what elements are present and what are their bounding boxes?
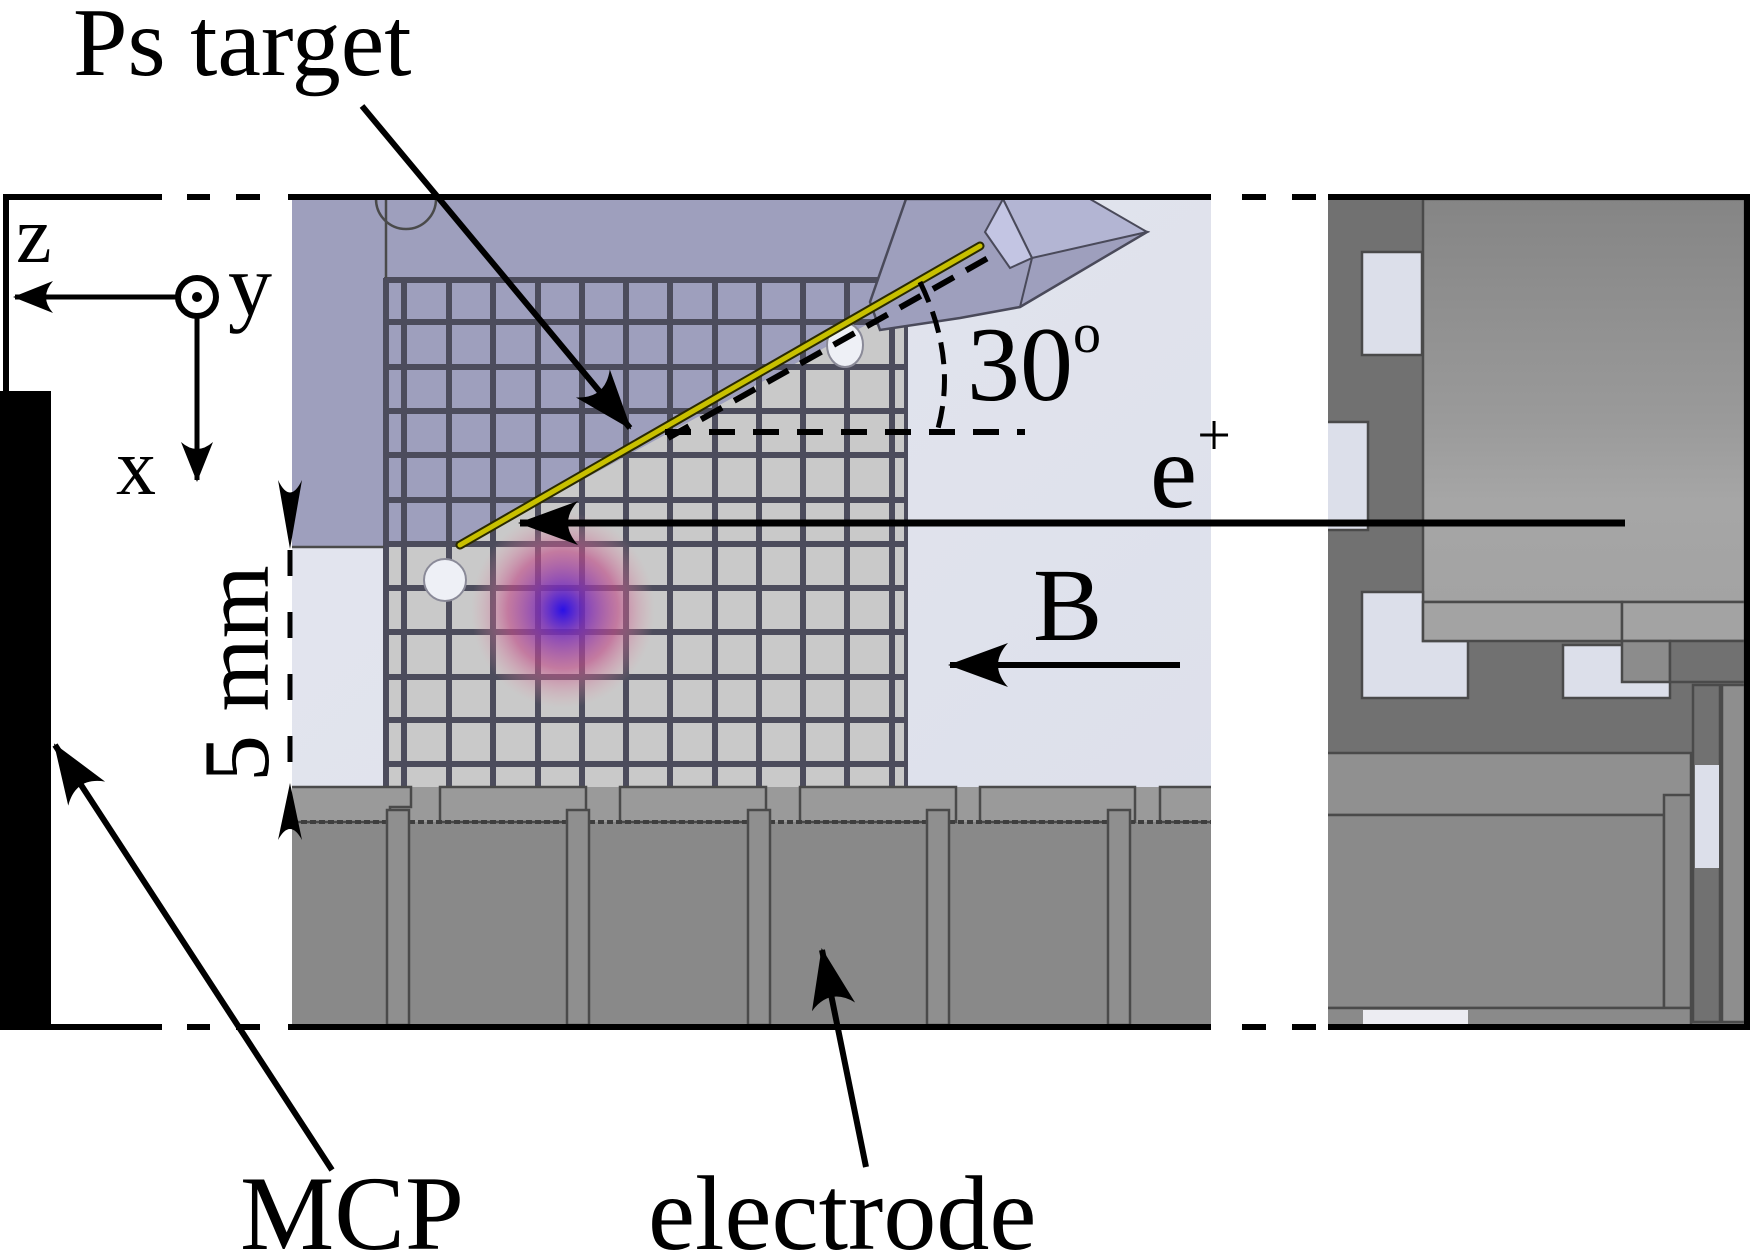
ps-target-label: Ps target <box>73 0 411 97</box>
right-cad-panel <box>1328 199 1744 1025</box>
left-cad-panel <box>292 199 1211 1025</box>
grid-hole <box>423 558 467 602</box>
angle-label: 30o <box>967 303 1101 423</box>
mcp-detector <box>0 391 51 1030</box>
dimension-5mm <box>278 480 302 840</box>
positronium-spot <box>471 512 655 708</box>
electrode-label: electrode <box>648 1155 1036 1254</box>
angle-degree-symbol: o <box>1073 303 1101 365</box>
magnetic-field-label: B <box>1033 548 1102 663</box>
angle-value: 30 <box>967 306 1073 423</box>
electrode-block <box>292 785 1211 1025</box>
z-axis-label: z <box>16 192 52 280</box>
y-axis-label: y <box>228 238 272 335</box>
coordinate-axes <box>13 275 219 482</box>
mcp-pointer <box>52 743 335 1172</box>
holder-notch <box>374 199 438 231</box>
ps-target-pointer <box>359 104 633 430</box>
dimension-label: 5 mm <box>185 565 289 782</box>
target-normal-dashed <box>666 255 990 441</box>
x-axis-label: x <box>116 424 156 512</box>
angle-arc <box>917 280 947 433</box>
mcp-label: MCP <box>240 1155 464 1254</box>
electrode-pointer <box>811 948 869 1168</box>
positron-label: e+ <box>1150 402 1231 530</box>
positron-symbol: e <box>1150 413 1197 530</box>
positron-charge: + <box>1197 402 1231 468</box>
target-holder-clamp <box>868 199 1151 332</box>
